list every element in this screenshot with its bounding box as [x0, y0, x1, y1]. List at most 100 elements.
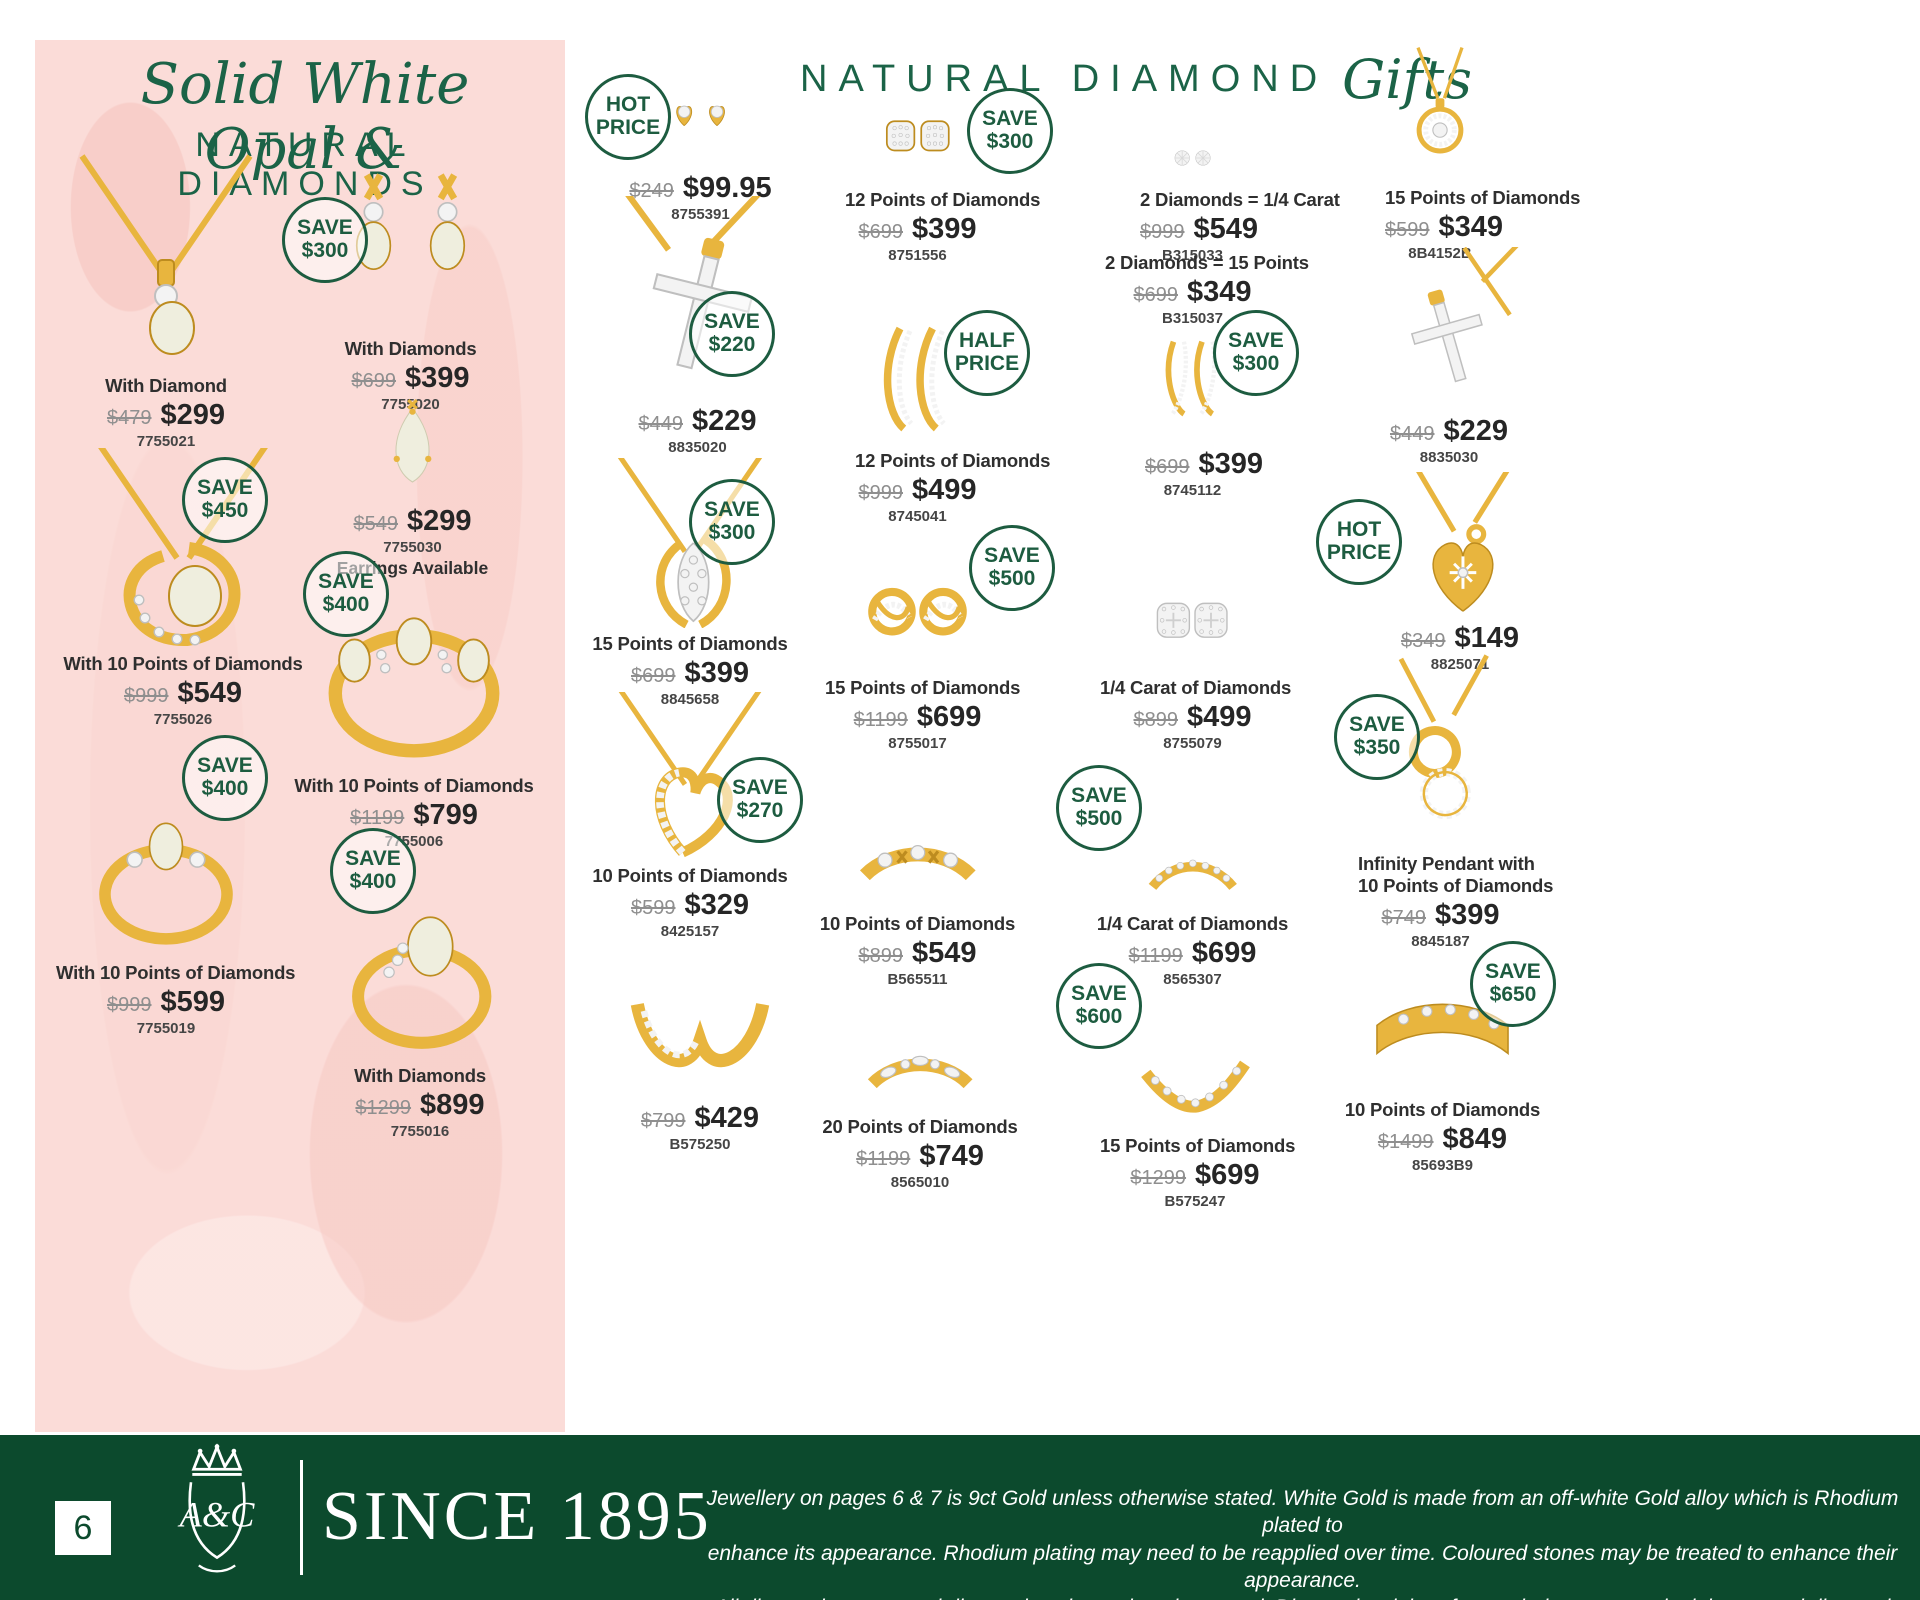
offer-badge-line: SAVE — [1349, 713, 1405, 737]
product-card: 1/4 Carat of Diamonds $1199 $699 8565307 — [1095, 812, 1290, 988]
sale-price: $299 — [406, 505, 472, 537]
product-code: 7755030 — [383, 539, 442, 556]
offer-badge-line: SAVE — [1071, 784, 1127, 808]
offer-badge-line: $300 — [708, 521, 756, 544]
product-code: 7755006 — [384, 833, 444, 850]
product-name: 1/4 Carat of Diamonds — [1096, 913, 1289, 934]
offer-badge-line: HALF — [959, 329, 1015, 353]
product-name: 12 Points of Diamonds — [855, 450, 1051, 471]
offer-badge-line: $400 — [201, 777, 249, 800]
was-price: $1199 — [350, 807, 405, 829]
product-name: 15 Points of Diamonds — [825, 677, 1021, 698]
scallop-band-image — [815, 997, 1025, 1111]
was-price: $1299 — [1130, 1167, 1187, 1189]
offer-badge-line: $400 — [349, 870, 397, 893]
product-card: Infinity Pendant with 10 Points of Diamo… — [1358, 648, 1554, 950]
was-price: $1199 — [856, 1148, 911, 1170]
offer-badge: SAVE$220 — [689, 291, 775, 377]
offer-badge-line: HOT — [605, 93, 651, 117]
diamond-cross2-image — [1373, 247, 1525, 413]
sale-price: $699 — [1195, 1159, 1260, 1191]
product-code: B575247 — [1164, 1193, 1226, 1210]
product-code: 8755391 — [671, 206, 730, 223]
disclaimer-line: Jewellery on pages 6 & 7 is 9ct Gold unl… — [706, 1487, 1899, 1538]
sale-price: $229 — [1443, 415, 1508, 447]
offer-badge-line: HOT — [1336, 518, 1382, 542]
offer-badge-line: $300 — [986, 130, 1034, 153]
was-price: $1199 — [1128, 945, 1183, 967]
knot-studs-image — [825, 556, 1010, 672]
product-card: With Diamonds$699$3997755020 — [318, 165, 503, 413]
sale-price: $399 — [404, 362, 470, 394]
offer-badge-line: $500 — [1075, 807, 1123, 830]
offer-badge-line: SAVE — [345, 847, 401, 871]
sale-price: $699 — [1191, 937, 1257, 969]
was-price: $699 — [858, 221, 903, 243]
opal-earrings-image — [318, 165, 503, 333]
product-code: 8755017 — [888, 735, 947, 752]
product-code: B315037 — [1162, 310, 1223, 327]
sale-price: $699 — [916, 701, 982, 733]
product-code: 7755019 — [136, 1020, 196, 1037]
offer-badge-line: $400 — [322, 593, 370, 616]
was-price: $749 — [1381, 907, 1426, 929]
offer-badge: SAVE$300 — [689, 479, 775, 565]
page-number: 6 — [55, 1501, 111, 1555]
was-price: $1499 — [1377, 1131, 1434, 1153]
product-name: Infinity Pendant with 10 Points of Diamo… — [1358, 853, 1554, 896]
was-price: $479 — [106, 407, 152, 429]
price-row: $1299$899 — [300, 1089, 540, 1122]
sale-price: $499 — [911, 474, 977, 506]
offer-badge-line: $220 — [708, 333, 756, 356]
product-name: 10 Points of Diamonds — [592, 865, 788, 886]
price-row: $699 $399 — [318, 362, 503, 395]
price-row: $349$149 — [1385, 622, 1535, 655]
was-price: $899 — [858, 945, 903, 967]
product-code: 8565010 — [890, 1174, 950, 1191]
offer-badge: SAVE$400 — [303, 551, 389, 637]
footer-divider — [300, 1460, 303, 1575]
price-row: $699$349 — [1105, 276, 1280, 309]
was-price: $699 — [1133, 284, 1178, 306]
offer-badge-line: PRICE — [954, 352, 1020, 375]
product-code: 7755016 — [390, 1123, 450, 1140]
offer-badge: SAVE$500 — [969, 525, 1055, 611]
was-price: $699 — [351, 370, 396, 392]
offer-badge-line: $300 — [1232, 352, 1280, 375]
gypsy-band-image — [1325, 938, 1560, 1094]
product-code: 8565307 — [1163, 971, 1222, 988]
price-row: $1199$799 — [289, 799, 539, 832]
offer-badge-line: SAVE — [318, 570, 374, 594]
opal-pendant-image — [66, 150, 266, 370]
offer-badge-line: $350 — [1353, 736, 1401, 759]
was-price: $999 — [1140, 221, 1185, 243]
offer-badge-line: $450 — [201, 499, 249, 522]
offer-badge: SAVE$400 — [182, 735, 268, 821]
sale-price: $149 — [1454, 622, 1519, 654]
offer-badge-line: PRICE — [595, 116, 661, 139]
price-row: $1199 $699 — [1095, 937, 1290, 970]
product-code: 8745041 — [888, 508, 947, 525]
product-code: 8755079 — [1163, 735, 1222, 752]
price-row: $549$299 — [330, 505, 495, 538]
cluster-pendant-image — [575, 458, 805, 628]
was-price: $999 — [858, 482, 903, 504]
product-name: 1/4 Carat of Diamonds — [1100, 677, 1292, 698]
sale-price: $549 — [1193, 213, 1259, 245]
product-name: 2 Diamonds = 1/4 Carat — [1140, 189, 1340, 210]
price-row: $1299 $699 — [1100, 1159, 1290, 1192]
product-code: 8845658 — [660, 691, 720, 708]
product-code: 7755026 — [153, 711, 213, 728]
diamond-cross-image — [560, 196, 835, 403]
curved-band-image — [1100, 1012, 1290, 1130]
offer-badge-line: SAVE — [1228, 329, 1284, 353]
product-name: With 10 Points of Diamonds — [294, 775, 534, 796]
